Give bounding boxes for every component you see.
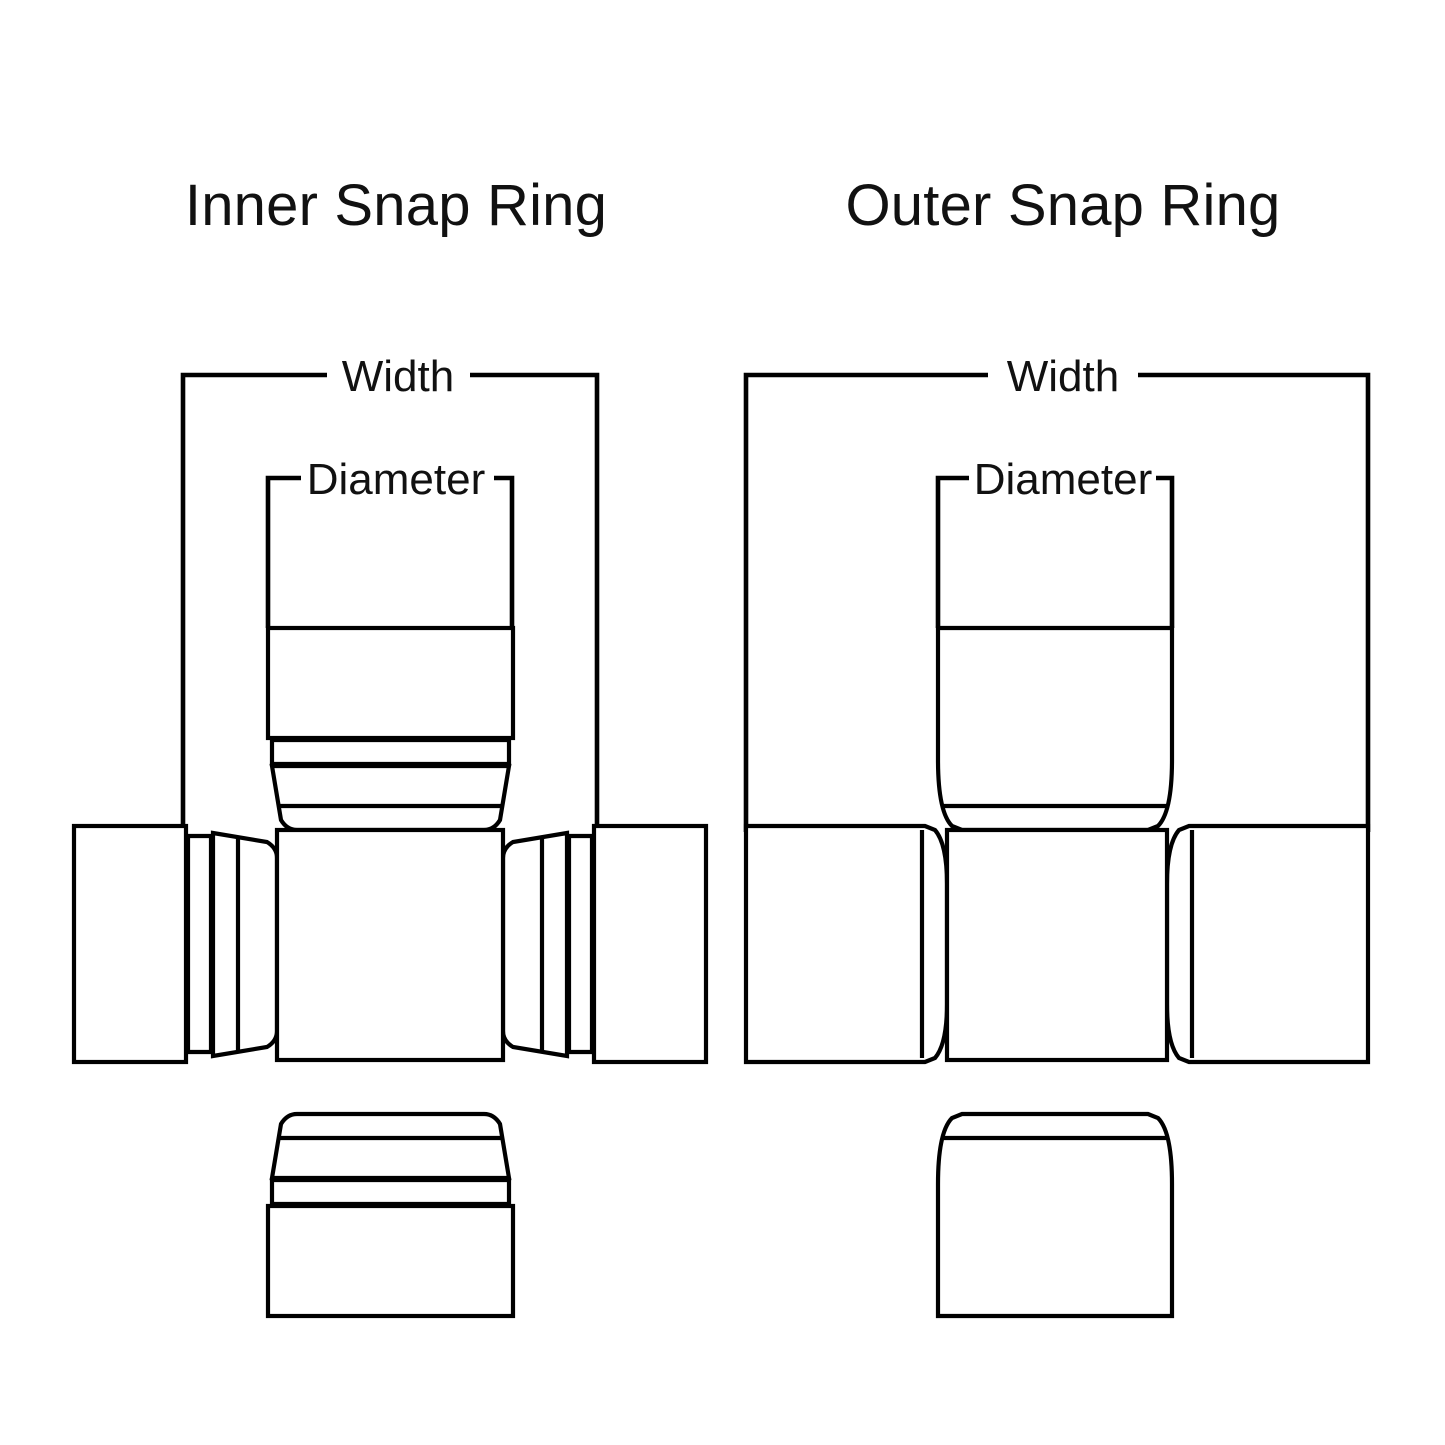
panel-inner-snap-ring: Inner Snap Ring Width Diameter bbox=[71, 173, 709, 1319]
bearing-cap-top-outer bbox=[935, 625, 1175, 833]
bearing-cap-left-inner bbox=[71, 823, 280, 1065]
panel-title-inner: Inner Snap Ring bbox=[185, 173, 607, 238]
bearing-cap-bottom-outer bbox=[935, 1111, 1175, 1319]
dimension-label-width-outer: Width bbox=[1007, 352, 1119, 401]
panel-title-outer: Outer Snap Ring bbox=[845, 173, 1280, 238]
panel-outer-snap-ring: Outer Snap Ring Width Diameter bbox=[743, 173, 1371, 1319]
cross-body-inner bbox=[274, 827, 506, 1063]
dimension-diameter-outer: Diameter bbox=[935, 455, 1175, 628]
dimension-width-outer: Width bbox=[743, 352, 1371, 832]
cross-body-outer bbox=[944, 827, 1170, 1063]
dimension-label-diameter-inner: Diameter bbox=[307, 455, 486, 504]
bearing-cap-bottom-inner bbox=[265, 1111, 516, 1319]
bearing-cap-left-outer bbox=[743, 823, 950, 1065]
dimension-label-width-inner: Width bbox=[342, 352, 454, 401]
dimension-width-inner: Width bbox=[180, 352, 600, 832]
bearing-cap-right-outer bbox=[1164, 823, 1371, 1065]
bearing-cap-top-inner bbox=[265, 625, 516, 833]
bearing-cap-right-inner bbox=[500, 823, 709, 1065]
dimension-diameter-inner: Diameter bbox=[265, 455, 515, 628]
dimension-label-diameter-outer: Diameter bbox=[974, 455, 1153, 504]
